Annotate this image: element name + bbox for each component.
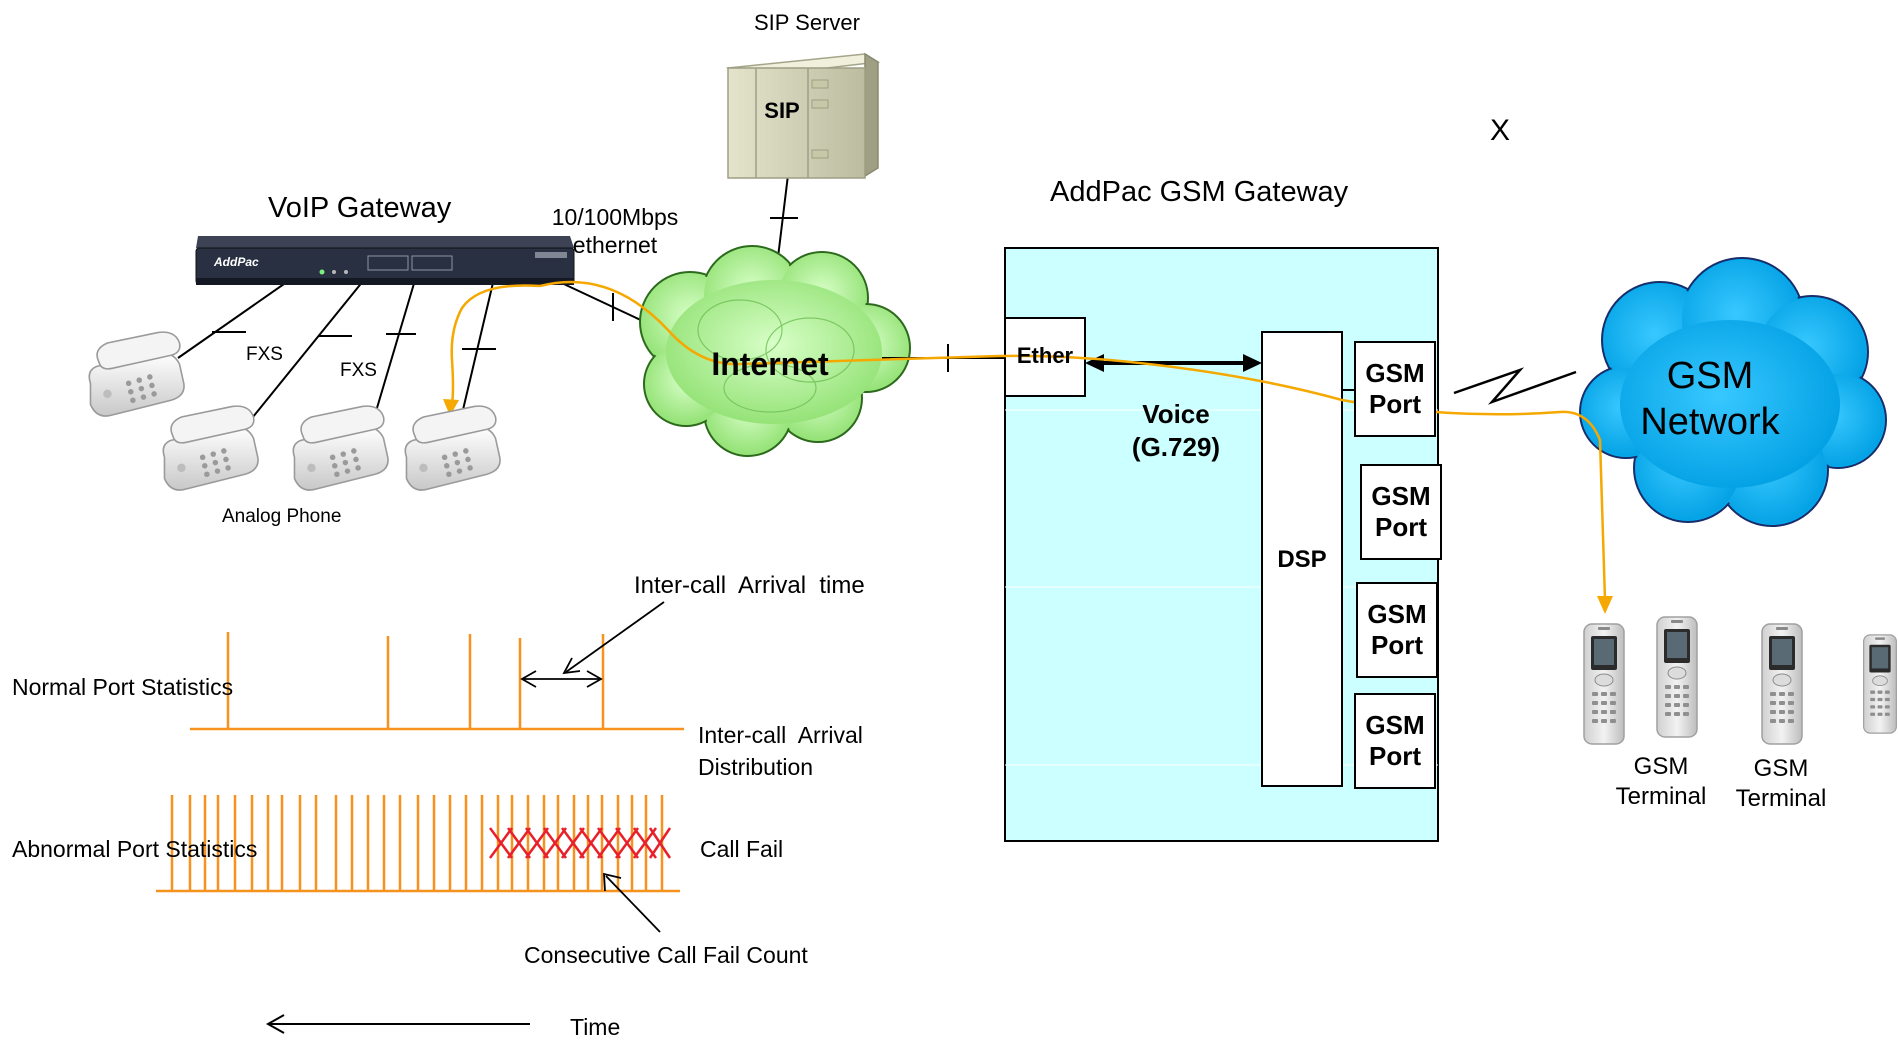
ethernet-label: 10/100Mbps ethernet xyxy=(551,204,679,258)
consecutive-call-fail-count-label: Consecutive Call Fail Count xyxy=(524,942,808,968)
gsm-terminal-label-1: GSM Terminal xyxy=(1615,753,1707,810)
addpac-gsm-gateway-label: AddPac GSM Gateway xyxy=(1050,176,1349,208)
fxs-label-1: FXS xyxy=(246,344,283,365)
fail-count-arrow-icon xyxy=(603,872,661,933)
abnormal-port-statistics-label: Abnormal Port Statistics xyxy=(12,836,258,862)
fxs-link-3 xyxy=(373,269,419,419)
mobile-phone-icon xyxy=(1656,616,1698,738)
server-icon xyxy=(725,52,881,179)
call-path xyxy=(539,280,1607,601)
x-mark: X xyxy=(1490,114,1511,147)
ether-label: Ether xyxy=(1016,343,1074,368)
inter-call-arrow-icon xyxy=(520,601,665,688)
inter-call-distribution-label: Inter-call Arrival Distribution xyxy=(698,722,863,780)
phone-icon xyxy=(162,405,259,491)
dsp-label: DSP xyxy=(1277,546,1327,573)
phone-icon xyxy=(88,331,185,417)
phone-icon xyxy=(404,405,501,491)
gsm-network-label: GSM Network xyxy=(1640,355,1780,443)
inter-call-arrival-time-label: Inter-call Arrival time xyxy=(634,572,865,599)
call-path-arrowhead-icon xyxy=(1597,596,1613,614)
mobile-phone-icon xyxy=(1862,634,1898,734)
normal-call-ticks xyxy=(226,632,605,729)
dsp-box xyxy=(1261,331,1343,787)
time-label: Time xyxy=(570,1014,621,1040)
voice-label: Voice (G.729) xyxy=(1131,399,1221,462)
mobile-phone-icon xyxy=(1761,623,1803,745)
gsm-port-2: GSM Port xyxy=(1360,464,1442,560)
call-fail-marks xyxy=(488,827,672,859)
gsm-port-3: GSM Port xyxy=(1356,582,1438,678)
call-path-branch xyxy=(450,284,541,405)
call-fail-label: Call Fail xyxy=(700,836,784,862)
abnormal-call-ticks xyxy=(170,795,664,891)
gsm-terminal-label-2: GSM Terminal xyxy=(1735,755,1827,812)
cloud-icon xyxy=(639,245,911,457)
gsm-cloud-icon xyxy=(1579,257,1887,527)
fxs-link-4 xyxy=(461,269,497,415)
gsm-port-4: GSM Port xyxy=(1354,693,1436,789)
call-path-branch-arrowhead-icon xyxy=(443,399,459,416)
sip-label: SIP xyxy=(764,98,800,123)
wireless-link-icon xyxy=(1453,367,1577,405)
phone-icon xyxy=(292,405,389,491)
analog-phone-label: Analog Phone xyxy=(222,506,342,527)
gateway-device-icon xyxy=(195,236,575,285)
sip-server-label: SIP Server xyxy=(754,10,860,35)
normal-port-statistics-label: Normal Port Statistics xyxy=(12,674,234,700)
time-arrow-icon xyxy=(265,1014,530,1034)
voip-gateway-label: VoIP Gateway xyxy=(268,192,452,224)
mobile-phone-icon xyxy=(1583,623,1625,745)
internet-label: Internet xyxy=(711,346,829,382)
gateway-brand-label: AddPac xyxy=(214,255,259,269)
fxs-link-2 xyxy=(243,269,373,429)
gsm-port-1: GSM Port xyxy=(1354,341,1436,437)
fxs-label-2: FXS xyxy=(340,360,377,381)
